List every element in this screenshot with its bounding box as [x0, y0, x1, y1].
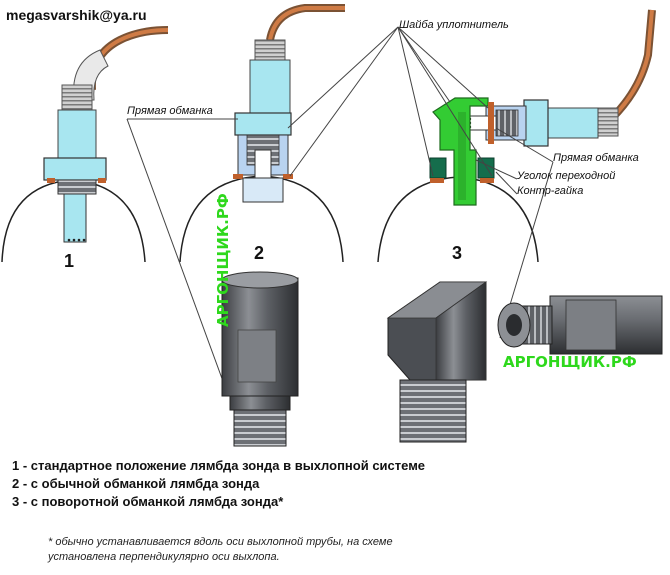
figure-number-1: 1 [64, 251, 75, 271]
figure-3-angled-spacer [377, 9, 656, 263]
photo-angled-spacer [386, 281, 663, 443]
sensor-hex-nut [43, 157, 107, 181]
sensor-body [249, 59, 291, 116]
callout-straight-spacer-right: Прямая обманка [553, 152, 639, 164]
washer [47, 178, 55, 183]
straight-part-hex [565, 299, 617, 351]
spacer-collar [229, 395, 291, 411]
washer [480, 178, 494, 183]
figure-2-straight-spacer [179, 4, 345, 263]
sensor-body [57, 109, 97, 161]
figure-number-2: 2 [254, 243, 265, 263]
spacer-inner-thread [495, 109, 519, 137]
legend-item-1: 1 - стандартное положение лямбда зонда в… [12, 458, 426, 473]
photo-straight-spacer [221, 271, 299, 447]
figure-1-standard [1, 26, 169, 263]
sensor-hex-nut [523, 99, 549, 147]
washer [98, 178, 106, 183]
wire-cable [266, 4, 345, 41]
legend-item-3: 3 - с поворотной обманкой лямбда зонда* [12, 494, 284, 509]
adapter-elbow-bore [458, 112, 466, 200]
sensor-ribbed-boot [254, 39, 286, 61]
elbow-facet [435, 281, 487, 381]
callout-adapter-elbow: Уголок переходной [517, 170, 616, 182]
spacer-thread [242, 177, 284, 203]
callout-lock-nut: Контр-гайка [517, 185, 584, 197]
elbow-thread [399, 379, 467, 443]
spacer-thread [233, 409, 287, 447]
legend-item-2: 2 - с обычной обманкой лямбда зонда [12, 476, 260, 491]
callout-straight-spacer-left: Прямая обманка [127, 105, 213, 117]
footnote-line-1: * обычно устанавливается вдоль оси выхло… [48, 536, 393, 548]
sensor-body [545, 107, 599, 139]
sensor-ribbed-boot [595, 107, 619, 137]
callout-washer: Шайба уплотнитель [399, 19, 509, 31]
contact-email: megasvarshik@ya.ru [6, 7, 147, 23]
watermark-vertical: АРГОНЩИК.РФ [214, 193, 232, 327]
washer [488, 102, 494, 144]
sensor-tip [63, 193, 87, 243]
washer [430, 178, 444, 183]
figure-number-3: 3 [452, 243, 463, 263]
spacer-flat [237, 329, 277, 383]
sensor-hex-nut [234, 112, 292, 136]
sensor-thread [57, 179, 97, 195]
washer [283, 174, 293, 179]
sensor-ribbed-boot [61, 84, 93, 111]
spacer-inner-bore [254, 149, 272, 181]
washer [233, 174, 243, 179]
watermark-horizontal: АРГОНЩИК.РФ [503, 353, 637, 371]
footnote-line-2: установлена перпендикулярно оси выхлопа. [48, 551, 280, 563]
spacer-top-face [221, 271, 299, 289]
callout-leader-lines [126, 26, 554, 385]
